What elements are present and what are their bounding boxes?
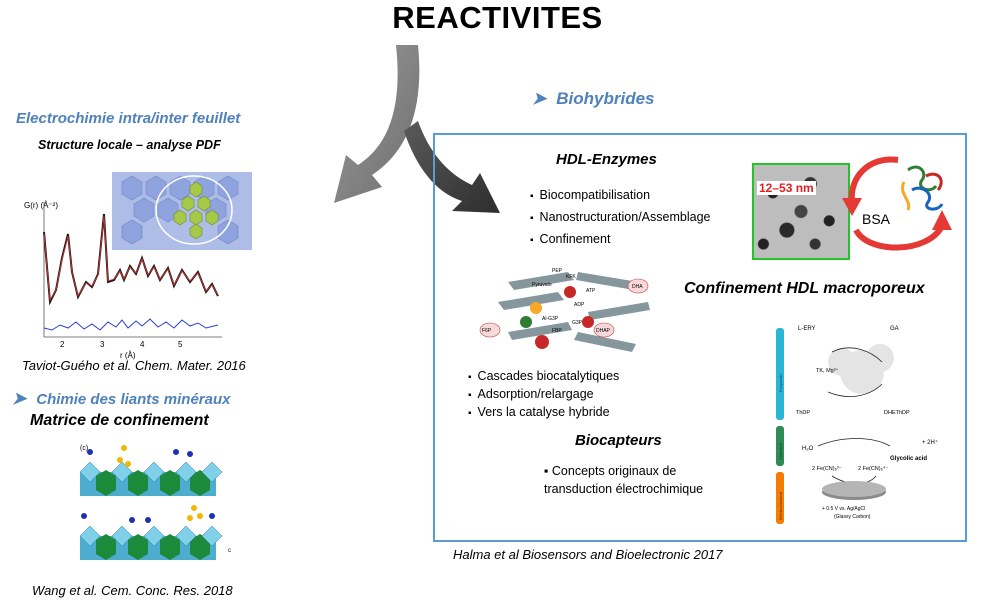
svg-text:DHAP: DHAP — [596, 328, 611, 334]
enzymatic-scheme: L-ERY GA TK, Mg²⁺ ThDP DHEThDP H₂O + 2H⁺… — [776, 326, 938, 524]
left-arrow — [334, 45, 420, 203]
svg-text:KFK: KFK — [566, 274, 576, 280]
biocapteurs-text: ▪ Concepts originaux de transduction éle… — [544, 464, 704, 496]
chevron-icon: ➤ — [532, 89, 547, 108]
svg-text:+ 0.5 V vs. Ag/AgCl: + 0.5 V vs. Ag/AgCl — [822, 506, 865, 512]
list-item: Adsorption/relargage — [468, 386, 619, 404]
svg-text:Pyruvate: Pyruvate — [532, 282, 552, 288]
svg-text:ATP: ATP — [586, 288, 596, 294]
svg-text:ADP: ADP — [574, 302, 585, 308]
list-item: Confinement — [530, 229, 710, 251]
list-item: Cascades biocatalytiques — [468, 368, 620, 386]
list-item: Biocompatibilisation — [530, 185, 710, 207]
pdf-graph: G(r) (Å⁻²) 2 3 4 — [24, 172, 252, 360]
svg-text:TK, Mg²⁺: TK, Mg²⁺ — [816, 367, 839, 374]
scale-value: 12–53 nm — [759, 181, 814, 195]
svg-text:Al-G3P: Al-G3P — [542, 316, 559, 322]
crystal-layer-top — [79, 461, 223, 496]
right-arrow — [404, 121, 500, 213]
cascade-list: Cascades biocatalytiques Adsorption/rela… — [468, 368, 620, 422]
svg-text:L-ERY: L-ERY — [798, 326, 816, 332]
svg-text:Glycolic acid: Glycolic acid — [890, 456, 927, 462]
ref-halma: Halma et al Biosensors and Bioelectronic… — [453, 547, 723, 562]
svg-text:ThDP: ThDP — [796, 410, 810, 416]
subheading-matrice: Matrice de confinement — [30, 412, 209, 429]
svg-text:FBP: FBP — [552, 328, 562, 334]
svg-text:H₂O: H₂O — [802, 446, 814, 452]
page-title: REACTIVITES — [392, 0, 603, 35]
protein-ribbon — [901, 165, 944, 211]
svg-text:+ 2H⁺: + 2H⁺ — [922, 439, 938, 446]
svg-text:Chemical: Chemical — [778, 443, 783, 460]
subheading-structure: Structure locale – analyse PDF — [38, 138, 221, 152]
pdf-fit-curve — [43, 215, 219, 302]
biocapteurs-item: Concepts originaux de transduction élect… — [544, 464, 704, 496]
graph-tick-5: 5 — [178, 340, 183, 349]
svg-text:DHA: DHA — [632, 284, 643, 290]
confinement-title: Confinement HDL macroporeux — [684, 280, 925, 297]
reactivity-arrows — [334, 45, 500, 213]
box-bottom-line — [433, 540, 967, 542]
heading-biohybrides-text: Biohybrides — [556, 89, 655, 108]
svg-text:PEP: PEP — [552, 268, 563, 274]
svg-text:DHEThDP: DHEThDP — [884, 410, 910, 416]
svg-text:2 Fe(CN)₆³⁻: 2 Fe(CN)₆³⁻ — [812, 466, 842, 472]
micrograph — [752, 163, 850, 260]
svg-text:G3P: G3P — [572, 320, 583, 326]
chevron-icon: ➤ — [12, 389, 27, 408]
heading-biohybrides: ➤ Biohybrides — [532, 89, 655, 109]
graph-xlabel: r (Å) — [120, 351, 136, 360]
cascade-scheme: PEP Pyruvate ATP ADP DHA DHAP FBP G3P F6… — [479, 268, 650, 352]
graph-ylabel: G(r) (Å⁻²) — [24, 201, 58, 210]
heading-electrochimie: Electrochimie intra/inter feuillet — [16, 110, 241, 127]
list-item: Vers la catalyse hybride — [468, 404, 619, 422]
crystal-structure-figure: (c) c — [79, 445, 231, 560]
heading-chimie-liants-text: Chimie des liants minéraux — [36, 391, 231, 408]
biocapteurs-title: Biocapteurs — [575, 432, 662, 449]
bsa-loop-arrows — [842, 156, 952, 251]
graph-tick-4: 4 — [140, 340, 145, 349]
svg-text:2 Fe(CN)₆⁴⁻: 2 Fe(CN)₆⁴⁻ — [858, 465, 888, 472]
crystal-label: (c) — [80, 445, 88, 452]
svg-text:c: c — [228, 548, 231, 554]
pdf-difference-curve — [43, 318, 219, 331]
heading-chimie-liants: ➤ Chimie des liants minéraux — [12, 389, 230, 409]
graph-tick-2: 2 — [60, 340, 65, 349]
hdl-enzymes-list: Biocompatibilisation Nanostructuration/A… — [530, 185, 711, 251]
scale-label: 12–53 nm — [757, 181, 816, 195]
crystal-layer-bottom — [79, 525, 223, 560]
svg-text:Electrochemical: Electrochemical — [778, 492, 783, 520]
svg-text:F6P: F6P — [482, 328, 492, 334]
bsa-label: BSA — [862, 211, 891, 227]
ldh-structure-inset — [112, 172, 252, 250]
svg-text:Enzymatic: Enzymatic — [778, 374, 783, 392]
graph-tick-3: 3 — [100, 340, 105, 349]
ref-wang: Wang et al. Cem. Conc. Res. 2018 — [32, 583, 233, 598]
ref-taviot: Taviot-Guého et al. Chem. Mater. 2016 — [22, 358, 246, 373]
svg-text:GA: GA — [890, 326, 899, 332]
svg-text:(Glassy Carbon): (Glassy Carbon) — [834, 514, 871, 520]
list-item: Nanostructuration/Assemblage — [530, 207, 711, 229]
hdl-enzymes-title: HDL-Enzymes — [556, 151, 657, 168]
